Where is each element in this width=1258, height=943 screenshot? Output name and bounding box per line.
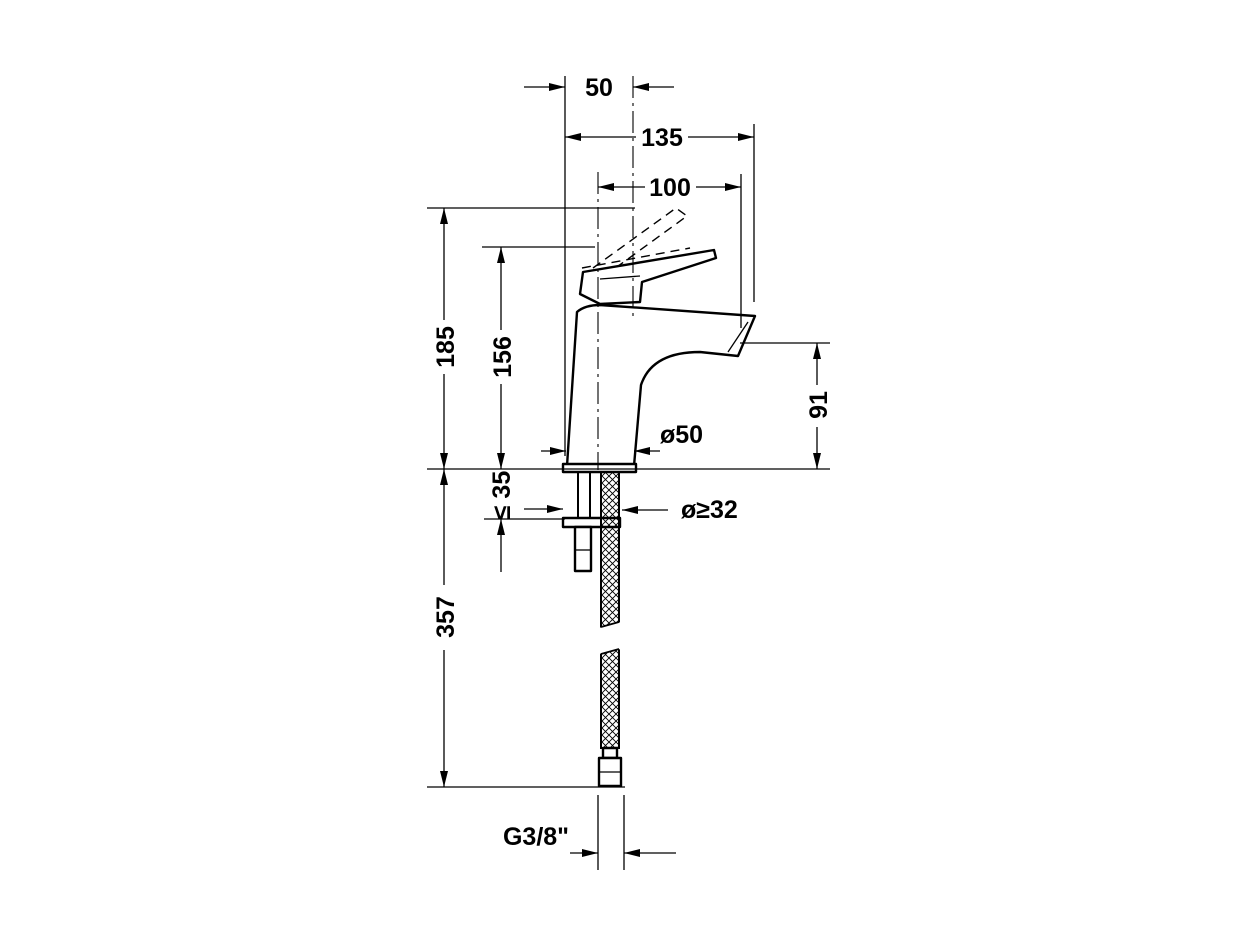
dimension-357-hose-length: 357	[432, 469, 460, 787]
dim-label-50: 50	[585, 74, 613, 102]
dim-label-135: 135	[641, 124, 683, 152]
faucet-body	[561, 207, 757, 788]
dim-label-dia50: ø50	[660, 421, 703, 449]
dimension-135-depth: 135	[565, 124, 754, 152]
lever-handle	[578, 248, 718, 306]
dimension-156-height: 156	[489, 247, 517, 469]
dimension-100-projection: 100	[598, 174, 741, 202]
dimension-91-spout-height: 91	[805, 343, 833, 469]
base-plate	[561, 462, 638, 474]
dimension-50-width: 50	[524, 74, 674, 102]
dimension-dia32-hole: ø≥32	[622, 496, 738, 524]
dim-label-185: 185	[432, 326, 460, 368]
dimension-le35-countertop: ≤ 35	[488, 471, 563, 572]
braided-hose-lower	[600, 647, 620, 749]
dimension-185-height: 185	[432, 208, 460, 469]
dimension-dia50-base: ø50	[541, 421, 703, 455]
dim-label-le35: ≤ 35	[488, 471, 516, 520]
dim-label-100: 100	[649, 174, 691, 202]
braided-hose-upper	[600, 471, 620, 631]
dim-label-156: 156	[489, 336, 517, 378]
dim-label-357: 357	[432, 596, 460, 638]
dim-label-91: 91	[805, 391, 833, 419]
dim-label-thread: G3/8"	[503, 823, 569, 851]
dim-label-dia32: ø≥32	[681, 496, 738, 524]
spout-body	[565, 303, 757, 468]
dimension-thread-connection: G3/8"	[503, 823, 676, 857]
